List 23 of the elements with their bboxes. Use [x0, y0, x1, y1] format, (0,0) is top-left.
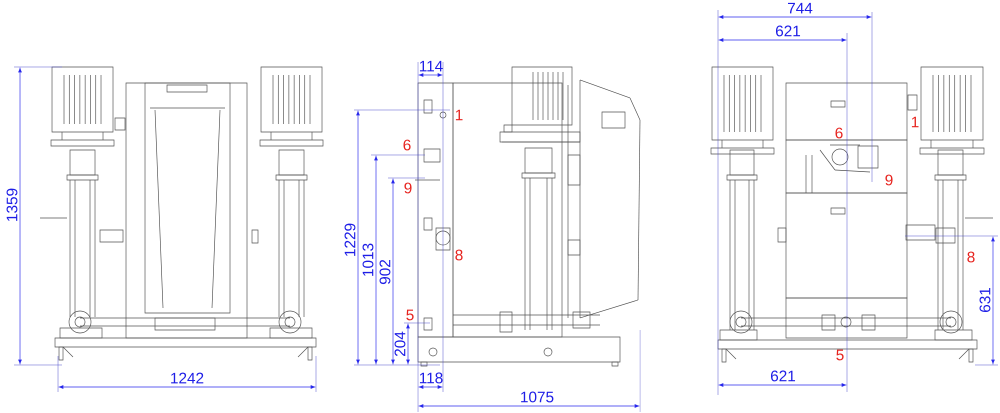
- callout-number: 1: [912, 116, 919, 128]
- dimension-label: 114: [420, 60, 443, 72]
- dimension-label: 1013: [362, 244, 374, 276]
- callout-number: 9: [885, 174, 893, 186]
- callout-number: 8: [967, 252, 975, 262]
- dimension-label: 204: [394, 332, 406, 356]
- callout-number: 8: [455, 250, 463, 260]
- dimension-label: 1359: [6, 188, 18, 221]
- dimension-label: 902: [380, 260, 390, 284]
- callout-number: 5: [836, 350, 844, 360]
- dimension-label: 118: [420, 372, 443, 384]
- dimension-label: 621: [770, 370, 796, 382]
- dimension-label: 1242: [171, 372, 204, 384]
- dimension-label: 631: [980, 288, 990, 312]
- callout-number: 6: [836, 128, 843, 138]
- dimension-label: 1075: [521, 392, 554, 402]
- callout-number: 1: [456, 110, 463, 120]
- callout-number: 9: [404, 182, 412, 194]
- dimension-label: 1229: [344, 224, 356, 256]
- dimension-label: 744: [788, 2, 812, 14]
- dimension-label: 621: [776, 26, 800, 36]
- callout-number: 5: [406, 310, 414, 320]
- callout-number: 6: [404, 140, 411, 150]
